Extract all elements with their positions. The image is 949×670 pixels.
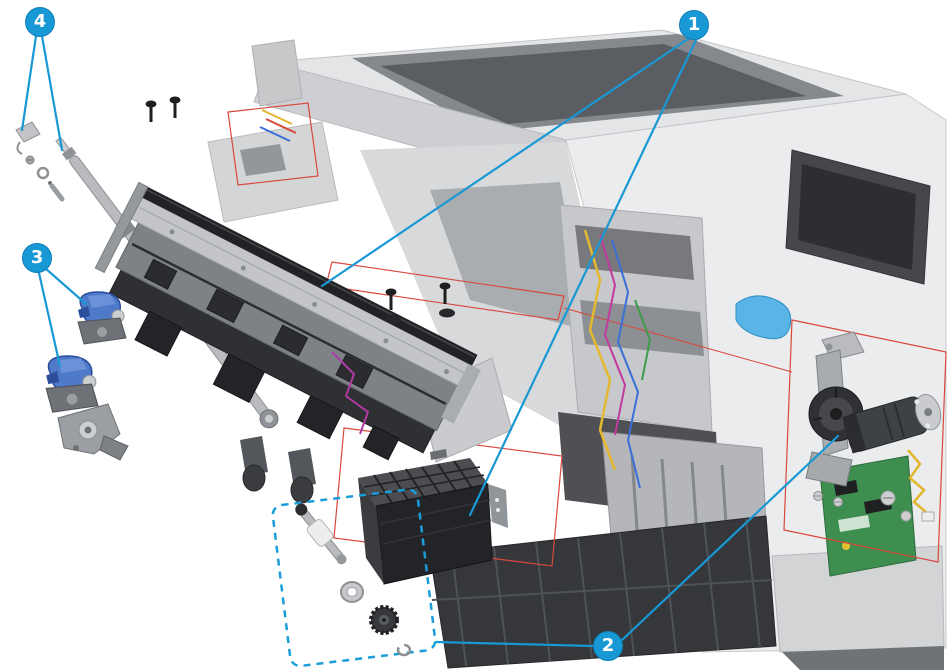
latch-bracket: [57, 403, 129, 461]
red-callout-frames: [227, 102, 947, 567]
beam-screws: [145, 96, 455, 324]
latch-assemblies: [45, 291, 129, 461]
printer-body: [207, 29, 947, 670]
blue-lever: [735, 295, 792, 340]
motor-assembly: [805, 331, 942, 522]
leader-lines: [20, 34, 840, 648]
callout-2: 2: [593, 631, 623, 661]
kit-dashed-box: [271, 488, 437, 668]
callout-3: 3: [22, 243, 52, 273]
wire-harness: [259, 109, 652, 489]
pinch-roller-kit: [271, 488, 437, 668]
beam-assembly: [94, 181, 481, 461]
magenta-cable: [331, 351, 370, 435]
callout-4: 4: [25, 7, 55, 37]
ink-supply-block: [358, 449, 508, 585]
part4-hardware: [15, 121, 65, 202]
callout-1: 1: [679, 10, 709, 40]
